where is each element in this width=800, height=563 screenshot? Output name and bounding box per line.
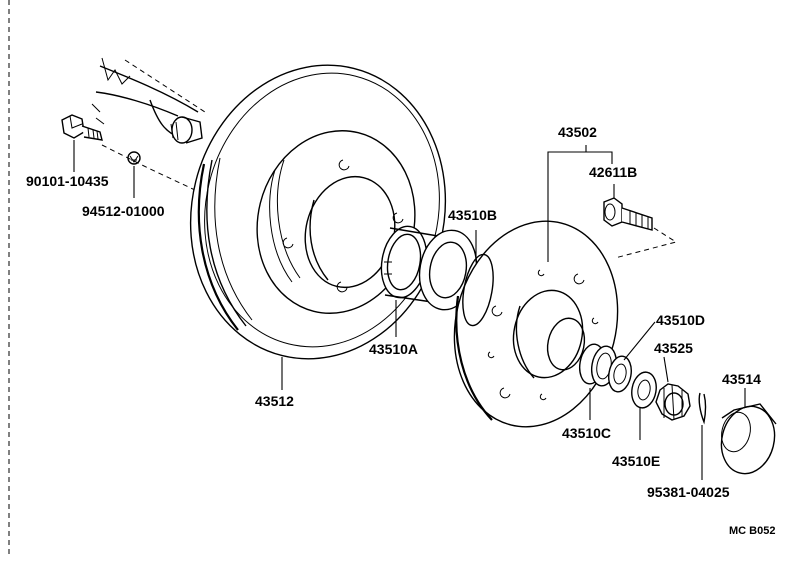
washer-94512-01000 — [127, 151, 141, 165]
label-42611B: 42611B — [589, 164, 637, 180]
label-95381-04025: 95381-04025 — [647, 484, 730, 500]
label-43510D: 43510D — [656, 312, 705, 328]
label-43514: 43514 — [722, 371, 761, 387]
hub-bolt-42611B — [603, 197, 653, 231]
grease-cap-43514 — [720, 403, 777, 475]
label-43525: 43525 — [654, 340, 693, 356]
leader-lines — [73, 140, 746, 480]
label-43502: 43502 — [558, 124, 597, 140]
label-94512-01000: 94512-01000 — [82, 203, 165, 219]
bearing-race-43510D — [608, 355, 632, 393]
label-43510B: 43510B — [448, 207, 497, 223]
assembly-line-bolt — [101, 144, 196, 191]
knuckle-spindle — [91, 57, 206, 144]
label-90101-10435: 90101-10435 — [26, 173, 109, 189]
washer-43510E — [631, 371, 657, 409]
hub-43502 — [453, 220, 619, 428]
cotter-pin-95381-04025 — [698, 392, 707, 425]
inner-bearing — [380, 225, 478, 311]
brake-disc-43512 — [189, 64, 447, 360]
label-43512: 43512 — [255, 393, 294, 409]
nut-lock-cap-43525 — [655, 383, 691, 421]
bolt-90101-10435 — [61, 114, 103, 141]
label-43510A: 43510A — [369, 341, 418, 357]
label-43510C: 43510C — [562, 425, 611, 441]
assembly-line-hub-bolt — [614, 227, 678, 259]
label-43510E: 43510E — [612, 453, 660, 469]
diagram-code: MC B052 — [729, 525, 775, 537]
